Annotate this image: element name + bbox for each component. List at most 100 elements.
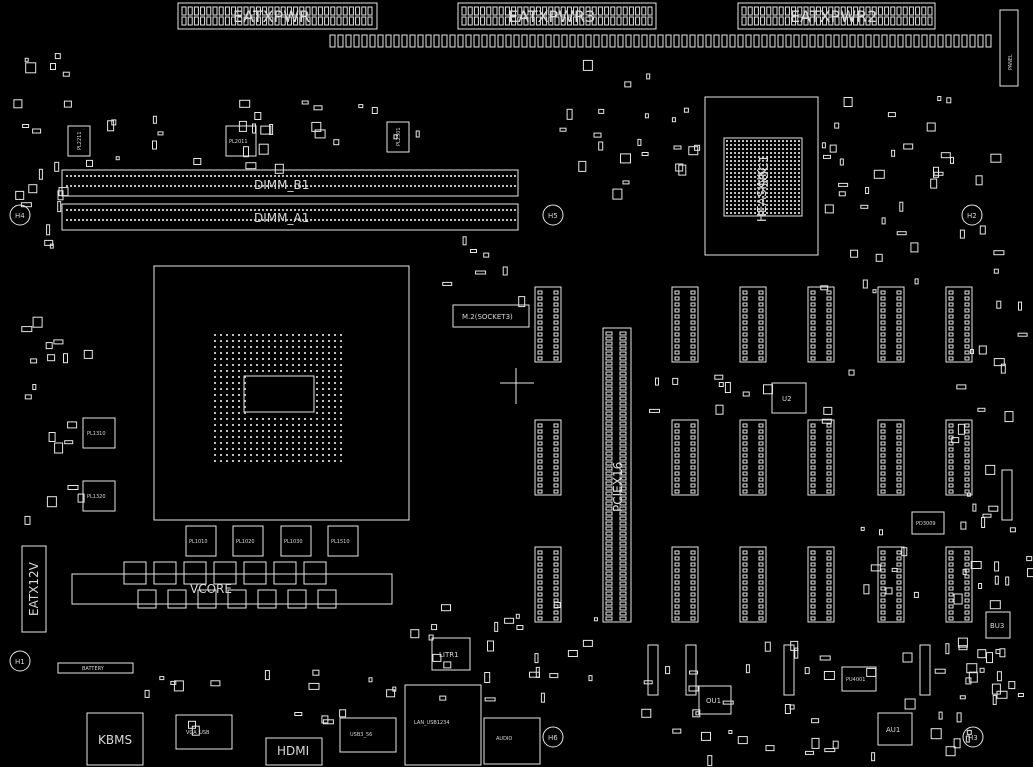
dimm-pin [282,209,284,211]
dimm-pin [378,185,380,187]
ic-pin [896,586,902,591]
ic-pin [553,574,559,579]
connector-pin [317,16,323,26]
pcie-pin [619,536,627,541]
dimm-pin [222,185,224,187]
chipset-ball [774,200,776,202]
cpu-ball [244,448,246,450]
cpu-ball [220,340,222,342]
chipset-ball [782,168,784,170]
passive-component [210,680,221,687]
ic-pin [537,616,543,621]
connector-pin [200,16,206,26]
dimm-pin [202,185,204,187]
header-pin [513,34,520,48]
passive-component [1018,301,1022,311]
dimm-pin [298,185,300,187]
pcie-pin [605,356,613,361]
ic-pin [690,447,696,452]
cpu-ball [214,346,216,348]
passive-component [930,178,938,189]
dimm-pin [218,209,220,211]
cpu-ball [316,460,318,462]
passive-component [44,239,54,246]
passive-component [887,112,896,118]
cpu-ball [226,376,228,378]
ic-pin [553,344,559,349]
passive-component [83,349,93,359]
dimm-pin [378,175,380,177]
cpu-ball [262,436,264,438]
chipset-ball [778,180,780,182]
ic-pin [810,477,816,482]
connector-pin [766,16,772,26]
chipset-ball [758,152,760,154]
eatx12v-connector [21,545,47,633]
ic-pin [690,562,696,567]
dimm-pin [242,219,244,221]
chipset-ball [798,160,800,162]
chipset-ball [762,204,764,206]
pcie-pin [605,351,613,356]
cpu-ball [328,442,330,444]
cpu-ball [244,394,246,396]
connector-pin [753,6,759,16]
cpu-ball [310,340,312,342]
cpu-ball [226,394,228,396]
chipset-ball [794,192,796,194]
dimm-pin [350,175,352,177]
cpu-ball [274,370,276,372]
header-pin [817,34,824,48]
connector-pin [877,16,883,26]
chipset-ball [770,204,772,206]
label-dimm-b1: DIMM_B1 [254,178,309,192]
connector-pin [591,16,597,26]
cpu-ball [328,394,330,396]
chipset-ball [774,168,776,170]
chipset-ball [750,164,752,166]
connector-pin [647,6,653,16]
chipset-ball [742,164,744,166]
ic-pin [810,598,816,603]
header-pin [905,34,912,48]
cpu-ball [256,364,258,366]
passive-component [1027,568,1033,578]
chipset-ball [782,188,784,190]
pcie-pin [605,426,613,431]
ic-pin [964,332,970,337]
pcie-pin [605,436,613,441]
ic-pin [537,350,543,355]
chipset-ball [734,152,736,154]
label-pl1010: PL1010 [189,539,208,545]
connector-pin [566,16,572,26]
cpu-ball [304,370,306,372]
ic-pin [896,441,902,446]
pciex16-slot [602,327,632,623]
ic-pin [553,332,559,337]
ic-pin [896,350,902,355]
cpu-ball [238,334,240,336]
ic-pin [758,562,764,567]
dimm-pin [318,175,320,177]
chipset-ball [726,152,728,154]
dimm-pin [410,185,412,187]
ic-chip [945,286,973,363]
passive-component [46,224,51,236]
cpu-ball [250,352,252,354]
dimm-pin [318,185,320,187]
connector-pin [803,16,809,26]
ic-pin [553,586,559,591]
dimm-pin [422,185,424,187]
ic-pin [964,314,970,319]
pcie-pin [619,351,627,356]
ic-pin [896,302,902,307]
connector-pin [274,16,280,26]
cpu-ball [328,352,330,354]
cpu-ball [244,406,246,408]
dimm-pin [230,175,232,177]
pcie-pin [619,406,627,411]
passive-component [742,391,750,397]
cpu-ball [250,454,252,456]
ic-pin [964,471,970,476]
cpu-socket [153,265,410,521]
